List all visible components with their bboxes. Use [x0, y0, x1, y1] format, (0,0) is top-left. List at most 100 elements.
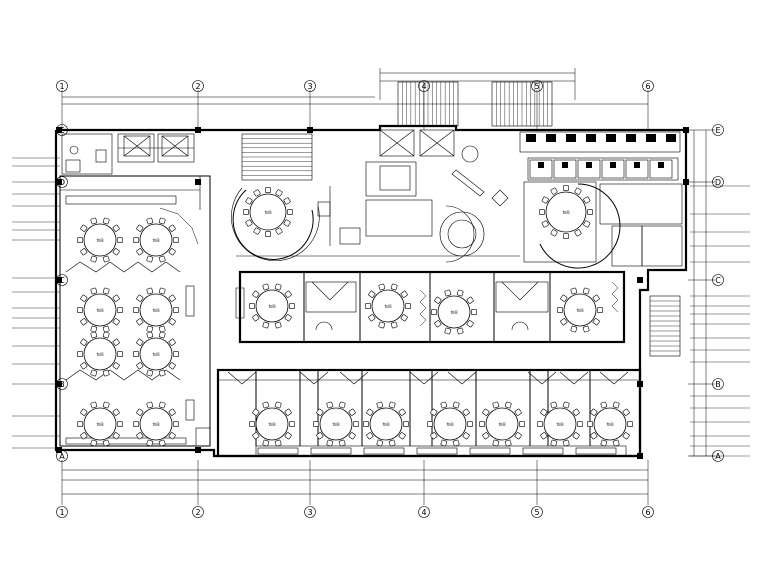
table-top [563, 293, 597, 327]
round-table: 包间 [539, 185, 593, 239]
chair [90, 401, 98, 409]
chair [80, 248, 88, 256]
chair [390, 321, 398, 329]
chair [252, 314, 260, 322]
round-table: 包间 [557, 287, 603, 333]
chair [158, 255, 166, 263]
axis-bubble-bottom-2: 2 [192, 506, 204, 518]
chair [136, 338, 144, 346]
table-room-label: 包间 [97, 422, 104, 427]
chair [348, 432, 356, 440]
table-room-label: 包间 [383, 422, 391, 427]
chair [622, 408, 630, 416]
chair [430, 432, 438, 440]
chair [90, 325, 98, 333]
axis-bubble-bottom-5: 5 [531, 506, 543, 518]
top-right-service-strip [123, 129, 683, 267]
axis-bubble-right-B: B [712, 378, 724, 390]
round-table: 包间 [133, 287, 179, 333]
chair [146, 287, 154, 295]
axis-bubble-bottom-6: 6 [642, 506, 654, 518]
round-table: 包间 [243, 187, 293, 237]
chair [102, 401, 110, 409]
chair [541, 196, 549, 204]
round-table: 包间 [133, 331, 179, 377]
chair [471, 309, 477, 315]
chair [582, 287, 590, 295]
chair [572, 408, 580, 416]
svg-text:2: 2 [195, 82, 200, 91]
axis-bubble-top-3: 3 [304, 80, 316, 92]
chair [168, 338, 176, 346]
svg-text:5: 5 [534, 508, 539, 517]
chair [284, 290, 292, 298]
chair [112, 338, 120, 346]
axis-bubble-top-1: 1 [56, 80, 68, 92]
chair [376, 439, 384, 447]
round-table: 包间 [427, 401, 473, 447]
svg-text:5: 5 [534, 82, 539, 91]
table-room-label: 包间 [333, 422, 341, 427]
table-room-label: 包间 [557, 422, 565, 427]
chair [77, 237, 83, 243]
table-room-label: 包间 [451, 310, 459, 315]
chair [133, 307, 139, 313]
chair [102, 325, 110, 333]
axis-bubble-right-D: D [712, 176, 724, 188]
axis-bubble-bottom-1: 1 [56, 506, 68, 518]
chair [112, 248, 120, 256]
chair [627, 421, 633, 427]
chair [112, 318, 120, 326]
chair [168, 408, 176, 416]
chair [398, 432, 406, 440]
table-top [319, 407, 353, 441]
middle-row-rooms [235, 270, 626, 344]
chair [80, 224, 88, 232]
chair [570, 325, 578, 333]
chair [492, 439, 500, 447]
chair [133, 237, 139, 243]
chair [574, 187, 582, 195]
table-top [593, 407, 627, 441]
chair [378, 321, 386, 329]
chair [353, 421, 359, 427]
chair [284, 314, 292, 322]
chair [136, 362, 144, 370]
chair [388, 401, 396, 409]
chair [158, 325, 166, 333]
table-top [139, 293, 173, 327]
chair [557, 307, 563, 313]
table-room-label: 包间 [385, 304, 393, 309]
table-room-label: 包间 [265, 210, 273, 215]
chair [136, 294, 144, 302]
svg-text:C: C [59, 276, 65, 285]
chair [587, 209, 593, 215]
chair [326, 439, 334, 447]
chair [560, 318, 568, 326]
chair [245, 197, 253, 205]
chair [504, 401, 512, 409]
chair [338, 439, 346, 447]
dining-tables: 包间包间包间包间包间包间包间包间包间包间包间包间包间包间包间包间包间包间包间包间… [77, 185, 633, 447]
chair [112, 224, 120, 232]
table-room-label: 包间 [447, 422, 455, 427]
chair [284, 408, 292, 416]
svg-text:E: E [715, 126, 720, 135]
round-table: 包间 [249, 283, 295, 329]
chair [456, 327, 464, 335]
chair [146, 369, 154, 377]
chair [338, 401, 346, 409]
table-top [371, 289, 405, 323]
svg-text:2: 2 [195, 508, 200, 517]
right-dimension-lines [688, 129, 715, 457]
axis-bubble-bottom-4: 4 [418, 506, 430, 518]
svg-text:A: A [59, 452, 65, 461]
table-top [543, 407, 577, 441]
right-round-room [523, 181, 621, 269]
chair [612, 401, 620, 409]
table-room-label: 包间 [153, 352, 160, 357]
table-top [369, 407, 403, 441]
chair [265, 231, 271, 237]
svg-text:B: B [715, 380, 721, 389]
axis-bubble-top-4: 4 [418, 80, 430, 92]
